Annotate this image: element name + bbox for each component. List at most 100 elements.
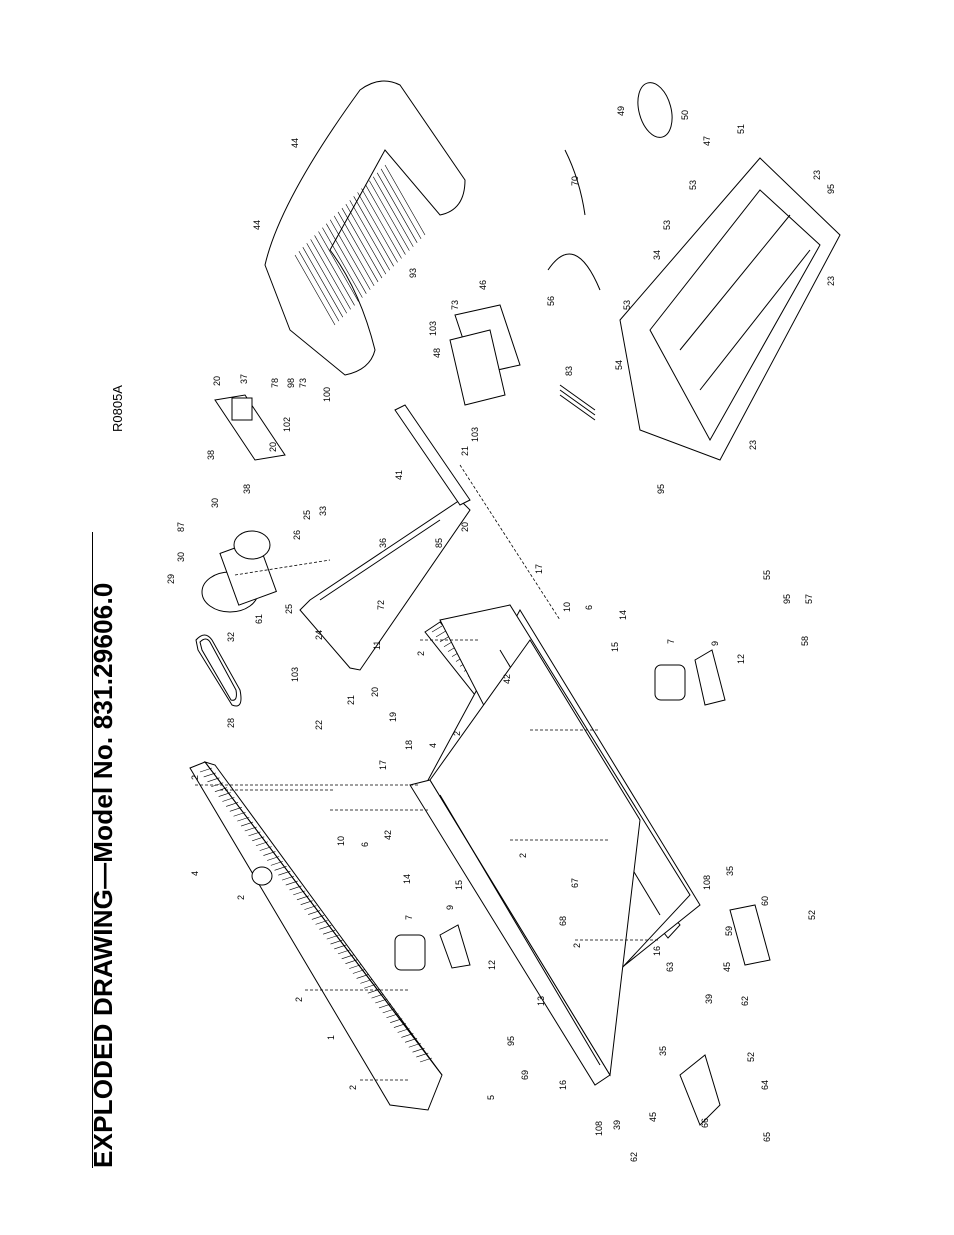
callout-label: 17 xyxy=(378,760,388,770)
leader-lines xyxy=(195,464,660,1081)
callout-label: 58 xyxy=(800,636,810,646)
callout-label: 51 xyxy=(736,124,746,134)
callout-label: 29 xyxy=(166,574,176,584)
callout-label: 17 xyxy=(534,564,544,574)
callout-label: 16 xyxy=(652,946,662,956)
callout-label: 108 xyxy=(702,875,712,890)
callout-label: 28 xyxy=(226,718,236,728)
callout-label: 73 xyxy=(298,378,308,388)
callout-label: 87 xyxy=(176,522,186,532)
callout-label: 20 xyxy=(460,522,470,532)
callout-label: 10 xyxy=(562,602,572,612)
callout-label: 21 xyxy=(460,446,470,456)
callout-label: 9 xyxy=(710,641,720,646)
callout-label: 95 xyxy=(656,484,666,494)
callout-label: 47 xyxy=(702,136,712,146)
callout-label: 25 xyxy=(302,510,312,520)
callout-label: 62 xyxy=(629,1152,639,1162)
callout-label: 24 xyxy=(314,630,324,640)
drive-motor xyxy=(201,530,278,613)
callout-label: 44 xyxy=(290,138,300,148)
callout-label: 102 xyxy=(282,417,292,432)
callout-label: 21 xyxy=(346,695,356,705)
callout-label: 70 xyxy=(570,176,580,186)
callout-label: 63 xyxy=(665,962,675,972)
callout-label: 50 xyxy=(680,110,690,120)
console xyxy=(264,80,466,376)
callout-label: 48 xyxy=(432,348,442,358)
callout-label: 46 xyxy=(478,280,488,290)
callout-label: 23 xyxy=(748,440,758,450)
callout-label: 45 xyxy=(722,962,732,972)
callout-label: 64 xyxy=(760,1080,770,1090)
drive-belt xyxy=(195,634,242,707)
callout-label: 12 xyxy=(487,960,497,970)
callout-label: 54 xyxy=(614,360,624,370)
callout-label: 13 xyxy=(536,996,546,1006)
callout-label: 20 xyxy=(212,376,222,386)
callout-label: 2 xyxy=(572,943,582,948)
callout-label: 2 xyxy=(190,775,200,780)
callout-label: 2 xyxy=(416,651,426,656)
callout-label: 34 xyxy=(652,250,662,260)
callout-label: 69 xyxy=(520,1070,530,1080)
callout-label: 98 xyxy=(286,378,296,388)
callout-label: 42 xyxy=(502,674,512,684)
callout-label: 108 xyxy=(594,1121,604,1136)
callout-label: 42 xyxy=(383,830,393,840)
callout-label: 30 xyxy=(210,498,220,508)
callout-label: 4 xyxy=(428,743,438,748)
callout-label: 52 xyxy=(807,910,817,920)
callout-label: 26 xyxy=(292,530,302,540)
callout-label: 52 xyxy=(746,1052,756,1062)
callout-label: 18 xyxy=(404,740,414,750)
callout-label: 83 xyxy=(564,366,574,376)
callout-label: 62 xyxy=(740,996,750,1006)
callout-label: 39 xyxy=(704,994,714,1004)
callout-label: 95 xyxy=(506,1036,516,1046)
callout-label: 49 xyxy=(616,106,626,116)
callout-label: 95 xyxy=(782,594,792,604)
callout-label: 6 xyxy=(360,842,370,847)
callout-label: 4 xyxy=(190,871,200,876)
callout-label: 85 xyxy=(434,538,444,548)
callout-label: 55 xyxy=(762,570,772,580)
callout-label: 12 xyxy=(736,654,746,664)
callout-label: 10 xyxy=(336,836,346,846)
callout-label: 7 xyxy=(666,639,676,644)
base-frame xyxy=(619,157,841,461)
callout-label: 20 xyxy=(370,687,380,697)
callout-label: 68 xyxy=(558,916,568,926)
callout-label: 9 xyxy=(445,905,455,910)
callout-label: 7 xyxy=(404,915,414,920)
callout-label: 61 xyxy=(254,614,264,624)
callout-label: 2 xyxy=(236,895,246,900)
callout-label: 20 xyxy=(268,442,278,452)
callout-label: 23 xyxy=(812,170,822,180)
callout-label: 36 xyxy=(378,538,388,548)
callout-label: 103 xyxy=(470,427,480,442)
console-bracket xyxy=(449,304,521,406)
callout-label: 15 xyxy=(454,880,464,890)
callout-label: 56 xyxy=(546,296,556,306)
callout-label: 23 xyxy=(826,276,836,286)
controller-board xyxy=(214,394,286,461)
callout-label: 2 xyxy=(348,1085,358,1090)
callout-label: 35 xyxy=(725,866,735,876)
callout-label: 14 xyxy=(402,874,412,884)
callout-label: 35 xyxy=(658,1046,668,1056)
callout-label: 100 xyxy=(322,387,332,402)
callout-labels: 2 1 2 4 2 2 7 9 12 14 15 10 6 42 17 19 1… xyxy=(166,106,836,1162)
callout-label: 2 xyxy=(294,997,304,1002)
callout-label: 93 xyxy=(408,268,418,278)
callout-label: 53 xyxy=(622,300,632,310)
callout-label: 95 xyxy=(826,184,836,194)
callout-label: 32 xyxy=(226,632,236,642)
callout-label: 53 xyxy=(662,220,672,230)
callout-label: 53 xyxy=(688,180,698,190)
callout-label: 59 xyxy=(724,926,734,936)
callout-label: 72 xyxy=(376,600,386,610)
callout-label: 25 xyxy=(284,604,294,614)
callout-label: 60 xyxy=(760,896,770,906)
